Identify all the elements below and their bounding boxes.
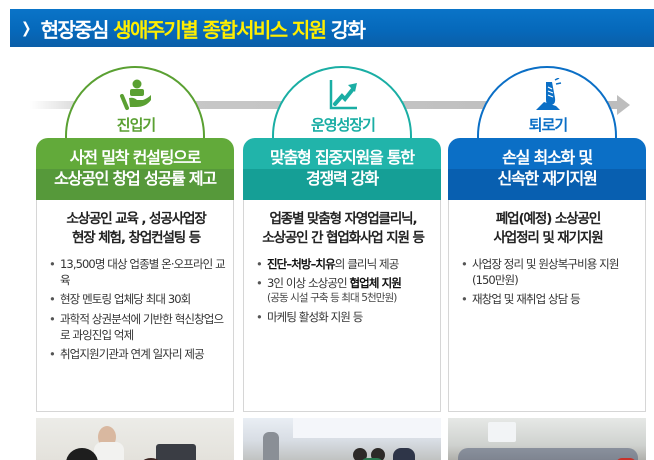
workshop-photo bbox=[243, 418, 441, 460]
card-body: 폐업(예정) 소상공인 사업정리 및 재기지원 사업장 정리 및 원상복구비용 … bbox=[448, 200, 646, 412]
card-header-line: 사전 밀착 컨설팅으로 bbox=[69, 148, 202, 168]
card-summary: 소상공인 교육 , 성공사업장 현장 체험, 창업컨설팅 등 bbox=[47, 210, 225, 248]
card-header-line: 소상공인 창업 성공률 제고 bbox=[54, 169, 217, 188]
list-item: 재창업 및 재취업 상담 등 bbox=[459, 291, 637, 308]
title-bar: ❯ 현장중심 생애주기별 종합서비스 지원 강화 bbox=[10, 9, 654, 47]
bullet-list: 13,500명 대상 업종별 온·오프라인 교육 현장 멘토링 업체당 최대 3… bbox=[47, 256, 226, 363]
card-body: 소상공인 교육 , 성공사업장 현장 체험, 창업컨설팅 등 13,500명 대… bbox=[36, 200, 234, 412]
title-suffix: 강화 bbox=[330, 17, 366, 42]
chevron-right-icon: ❯ bbox=[21, 19, 32, 37]
summary-line: 사업정리 및 재기지원 bbox=[493, 229, 603, 246]
list-item: 13,500명 대상 업종별 온·오프라인 교육 bbox=[47, 256, 226, 289]
summary-line: 소상공인 간 협업화사업 지원 등 bbox=[262, 229, 425, 246]
page-title: 현장중심 생애주기별 종합서비스 지원 강화 bbox=[40, 14, 366, 43]
summary-line: 업종별 맞춤형 자영업클리닉, bbox=[269, 211, 417, 227]
arrow-right-icon bbox=[617, 95, 630, 115]
list-item: 3인 이상 소상공인 협업체 지원(공동 시설 구축 등 최대 5천만원) bbox=[254, 275, 432, 306]
bullet-bold: 진단–처방–치유 bbox=[267, 256, 336, 271]
bullet-text: 의 클리닉 제공 bbox=[334, 256, 399, 271]
title-prefix: 현장중심 bbox=[40, 17, 110, 42]
seminar-photo bbox=[448, 418, 646, 460]
bullet-subtext: (공동 시설 구축 등 최대 5천만원) bbox=[267, 292, 397, 305]
stage-card-exit: 손실 최소화 및 신속한 재기지원 폐업(예정) 소상공인 사업정리 및 재기지… bbox=[448, 138, 646, 460]
card-body: 업종별 맞춤형 자영업클리닉, 소상공인 간 협업화사업 지원 등 진단–처방–… bbox=[243, 200, 441, 412]
list-item: 마케팅 활성화 지원 등 bbox=[254, 309, 432, 326]
card-header-line: 경쟁력 강화 bbox=[306, 169, 379, 188]
summary-line: 현장 체험, 창업컨설팅 등 bbox=[71, 229, 201, 246]
bullet-list: 진단–처방–치유의 클리닉 제공 3인 이상 소상공인 협업체 지원(공동 시설… bbox=[254, 256, 432, 326]
consulting-hand-person-icon bbox=[120, 79, 151, 110]
stage-label-exit: 퇴로기 bbox=[528, 116, 568, 134]
bullet-bold: 협업체 지원 bbox=[349, 276, 401, 291]
card-header-line: 맞춤형 집중지원을 통한 bbox=[270, 148, 415, 168]
list-item: 진단–처방–치유의 클리닉 제공 bbox=[254, 256, 432, 273]
consultation-photo bbox=[36, 418, 234, 460]
summary-line: 폐업(예정) 소상공인 bbox=[495, 211, 601, 227]
list-item: 현장 멘토링 업체당 최대 30회 bbox=[47, 291, 225, 308]
stage-label-growth: 운영성장기 bbox=[310, 116, 376, 134]
list-item: 사업장 정리 및 원상복구비용 지원(150만원) bbox=[459, 256, 637, 289]
card-header: 손실 최소화 및 신속한 재기지원 bbox=[448, 138, 646, 200]
stage-1-dome: 진입기 bbox=[65, 64, 207, 140]
stage-card-entry: 사전 밀착 컨설팅으로 소상공인 창업 성공률 제고 소상공인 교육 , 성공사… bbox=[36, 138, 234, 460]
card-summary: 폐업(예정) 소상공인 사업정리 및 재기지원 bbox=[459, 210, 637, 248]
stage-card-growth: 맞춤형 집중지원을 통한 경쟁력 강화 업종별 맞춤형 자영업클리닉, 소상공인… bbox=[243, 138, 441, 460]
growth-chart-arrow-icon bbox=[329, 80, 357, 110]
stage-label-entry: 진입기 bbox=[116, 116, 156, 134]
bullet-text: 3인 이상 소상공인 bbox=[267, 276, 350, 291]
running-shoe-icon bbox=[536, 78, 562, 110]
card-header-line: 신속한 재기지원 bbox=[497, 169, 597, 188]
card-header: 맞춤형 집중지원을 통한 경쟁력 강화 bbox=[243, 138, 441, 200]
list-item: 과학적 상권분석에 기반한 혁신창업으로 과잉진입 억제 bbox=[47, 311, 225, 344]
bullet-list: 사업장 정리 및 원상복구비용 지원(150만원) 재창업 및 재취업 상담 등 bbox=[459, 256, 637, 308]
card-summary: 업종별 맞춤형 자영업클리닉, 소상공인 간 협업화사업 지원 등 bbox=[254, 210, 432, 248]
title-highlight: 생애주기별 종합서비스 지원 bbox=[113, 17, 327, 42]
list-item: 취업지원기관과 연계 일자리 제공 bbox=[47, 346, 225, 363]
card-header: 사전 밀착 컨설팅으로 소상공인 창업 성공률 제고 bbox=[36, 138, 234, 200]
stage-3-dome: 퇴로기 bbox=[477, 64, 619, 140]
summary-line: 소상공인 교육 , 성공사업장 bbox=[66, 211, 206, 227]
stage-2-dome: 운영성장기 bbox=[272, 64, 414, 140]
card-header-line: 손실 최소화 및 bbox=[502, 148, 593, 168]
